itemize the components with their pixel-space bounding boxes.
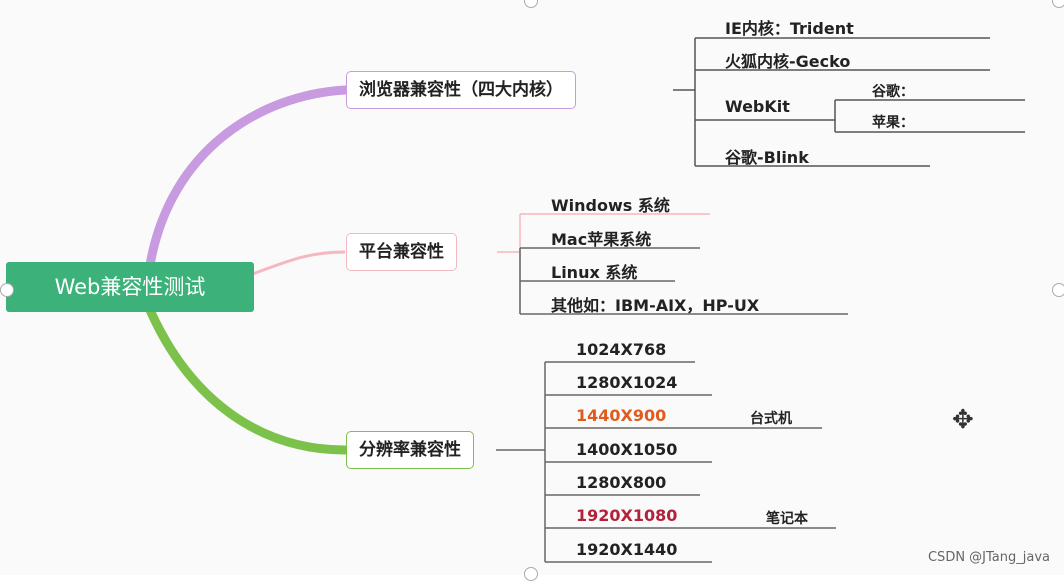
branch-browser[interactable]: 浏览器兼容性（四大内核）	[346, 71, 576, 109]
root-node[interactable]: Web兼容性测试	[6, 262, 254, 312]
branch-platform[interactable]: 平台兼容性	[346, 233, 457, 271]
leaf-google-blink[interactable]: 谷歌-Blink	[725, 148, 809, 167]
resize-handle-top-right[interactable]	[1052, 0, 1064, 8]
resize-handle-left[interactable]	[0, 283, 14, 297]
leaf-ie-trident[interactable]: IE内核：Trident	[725, 19, 854, 38]
leaf-webkit-apple[interactable]: 苹果：	[872, 115, 914, 131]
branch-resolution[interactable]: 分辨率兼容性	[346, 431, 474, 469]
leaf-res-1280x1024[interactable]: 1280X1024	[576, 373, 678, 392]
leaf-webkit-google[interactable]: 谷歌：	[872, 84, 914, 100]
leaf-mac[interactable]: Mac苹果系统	[551, 230, 652, 249]
leaf-res-1400x1050[interactable]: 1400X1050	[576, 440, 678, 459]
leaf-res-1920x1440[interactable]: 1920X1440	[576, 540, 678, 559]
leaf-res-1920x1080[interactable]: 1920X1080	[576, 506, 678, 525]
resize-handle-right[interactable]	[1052, 283, 1064, 297]
leaf-windows[interactable]: Windows 系统	[551, 196, 670, 215]
watermark: CSDN @JTang_java	[927, 550, 1050, 565]
leaf-firefox-gecko[interactable]: 火狐内核-Gecko	[725, 52, 851, 71]
note-laptop[interactable]: 笔记本	[766, 511, 808, 527]
note-desktop[interactable]: 台式机	[750, 411, 792, 427]
leaf-res-1440x900[interactable]: 1440X900	[576, 406, 667, 425]
resize-handle-bottom[interactable]	[524, 567, 538, 581]
leaf-other-platforms[interactable]: 其他如：IBM-AIX，HP-UX	[551, 296, 760, 315]
leaf-webkit[interactable]: WebKit	[725, 97, 790, 116]
move-cursor-icon: ✥	[952, 405, 974, 435]
leaf-res-1280x800[interactable]: 1280X800	[576, 473, 667, 492]
leaf-linux[interactable]: Linux 系统	[551, 263, 638, 282]
leaf-res-1024x768[interactable]: 1024X768	[576, 340, 667, 359]
